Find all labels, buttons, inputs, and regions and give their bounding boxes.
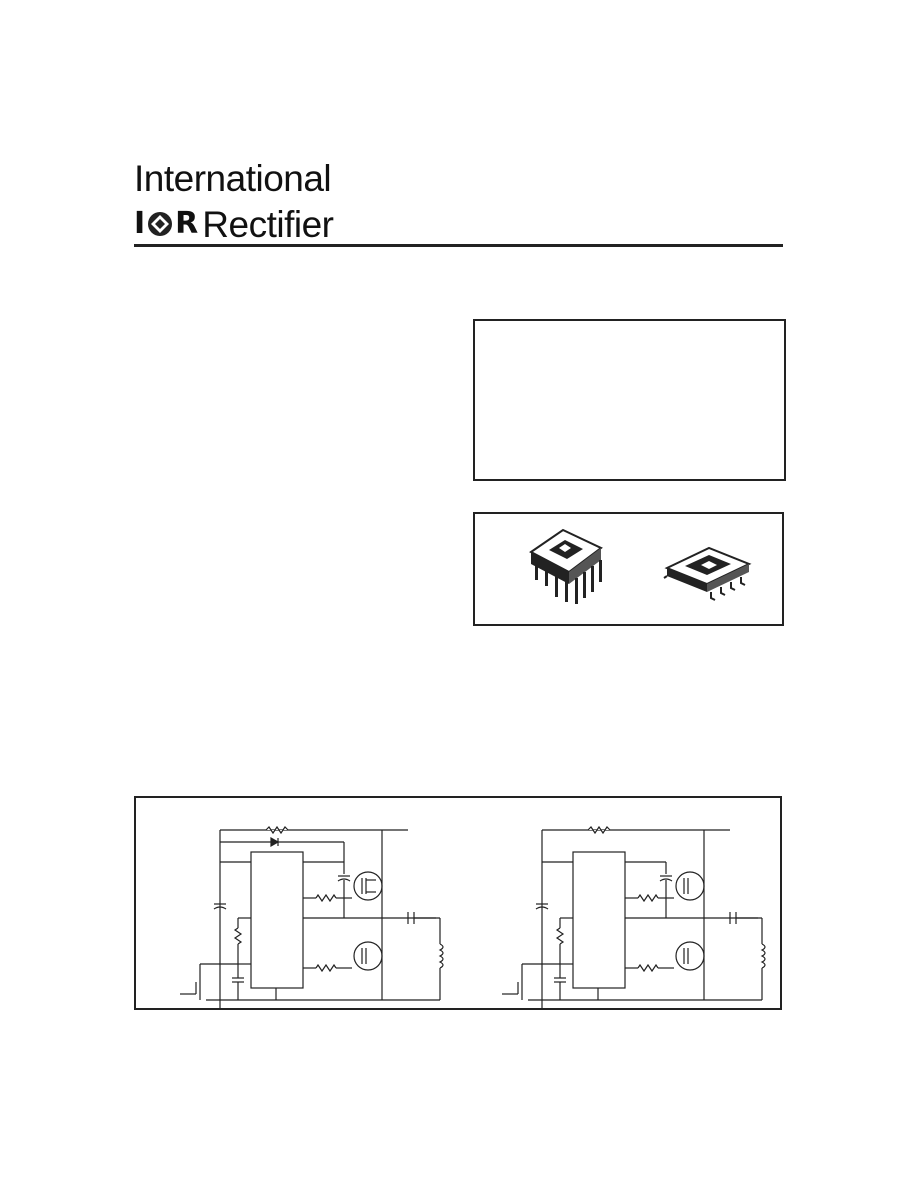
company-name-line2: Rectifier	[202, 203, 334, 245]
company-logo-row: I R Rectifier	[134, 203, 334, 245]
company-name-line1: International	[134, 158, 332, 199]
dip8-package-icon	[529, 528, 603, 604]
half-bridge-schematic-left	[180, 825, 444, 1008]
soic8-package-icon	[663, 546, 752, 601]
product-summary-box	[473, 319, 786, 481]
typical-connection-box	[134, 796, 782, 1010]
packages-box	[473, 512, 784, 626]
logo-letter-i: I	[134, 206, 146, 241]
logo-letter-r: R	[175, 206, 199, 241]
ior-logo-icon: I R	[134, 209, 198, 239]
half-bridge-schematic-right	[502, 825, 766, 1008]
logo-diamond-icon	[148, 212, 173, 236]
header-rule	[134, 244, 783, 247]
